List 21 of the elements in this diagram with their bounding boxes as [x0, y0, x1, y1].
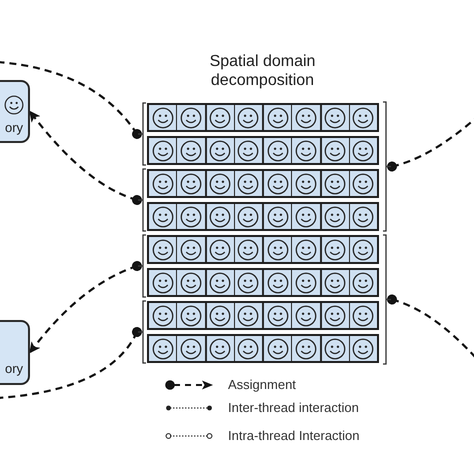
legend-label: Assignment — [228, 377, 296, 392]
cell-row — [147, 268, 379, 297]
node-box — [0, 320, 30, 385]
legend-label: Intra-thread Interaction — [228, 428, 360, 443]
cell-row — [147, 202, 379, 231]
cell-row — [147, 169, 379, 198]
node-label: ory — [4, 361, 24, 376]
dashed-connector — [387, 294, 474, 359]
diagram-title: Spatial domain decomposition — [208, 52, 316, 90]
dashed-arrow — [29, 110, 142, 205]
cell-row — [147, 136, 379, 165]
cell-row — [147, 235, 379, 264]
cell-row — [147, 103, 379, 132]
dashed-connector — [0, 327, 142, 400]
node-box — [0, 80, 30, 143]
node-label: ory — [4, 120, 24, 135]
dashed-arrow — [29, 261, 142, 354]
dashed-connector — [0, 60, 142, 139]
cell-row — [147, 334, 379, 363]
legend-label: Inter-thread interaction — [228, 400, 359, 415]
cell-row — [147, 301, 379, 330]
